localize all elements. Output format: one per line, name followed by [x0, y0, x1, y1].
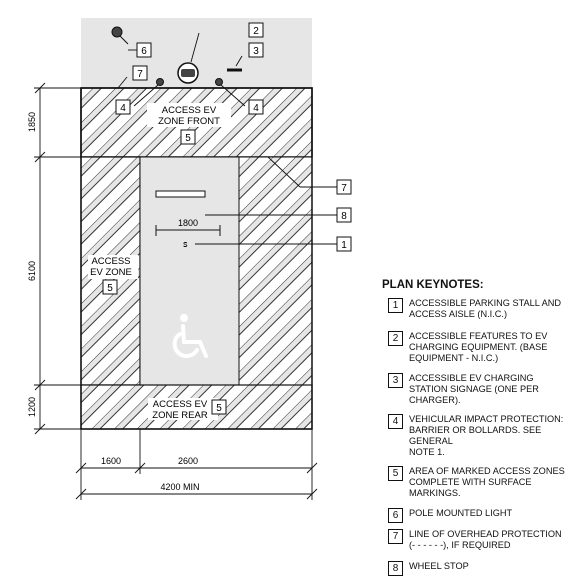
zone-left-label-2: EV ZONE [90, 267, 132, 278]
keynote-number: 6 [388, 508, 403, 523]
zone-left-label-1: ACCESS [91, 256, 130, 267]
keynote-5: 5 AREA OF MARKED ACCESS ZONES COMPLETE W… [388, 466, 578, 499]
keynote-line: AREA OF MARKED ACCESS ZONES [409, 466, 565, 476]
keynote-line: POLE MOUNTED LIGHT [409, 508, 513, 518]
svg-text:5: 5 [107, 283, 113, 294]
keynote-line: CHARGING EQUIPMENT. (BASE [409, 342, 548, 352]
dim-1850: 1850 [27, 112, 37, 132]
svg-text:8: 8 [341, 211, 347, 222]
dim-6100: 6100 [27, 261, 37, 281]
wheelchair-icon [172, 314, 208, 358]
keynote-line: WHEEL STOP [409, 561, 469, 571]
svg-text:7: 7 [137, 69, 143, 80]
keynote-number: 1 [388, 298, 403, 313]
plan-drawing: ACCESS EV ZONE FRONT ACCESS EV ZONE ACCE… [27, 18, 352, 500]
keynote-4: 4 VEHICULAR IMPACT PROTECTION: BARRIER O… [388, 414, 578, 458]
keynote-line: EQUIPMENT - N.I.C.) [409, 353, 499, 363]
keynote-2: 2 ACCESSIBLE FEATURES TO EV CHARGING EQU… [388, 331, 578, 364]
keynote-line: BARRIER OR BOLLARDS. SEE [409, 425, 542, 435]
keynote-line: ACCESSIBLE FEATURES TO EV [409, 331, 548, 341]
keynote-line: GENERAL [409, 436, 453, 446]
keynote-7: 7 LINE OF OVERHEAD PROTECTION (- - - - -… [388, 529, 578, 551]
keynote-line: ACCESS AISLE (N.I.C.) [409, 309, 508, 319]
charger-icon [177, 62, 199, 84]
keynote-line: COMPLETE WITH SURFACE [409, 477, 532, 487]
callout-4-right [248, 99, 264, 115]
keynote-line: MARKINGS. [409, 488, 461, 498]
callout-3 [248, 42, 264, 58]
callout-5-left [102, 279, 118, 295]
callout-6 [136, 42, 152, 58]
keynote-line: STATION SIGNAGE (ONE PER [409, 384, 539, 394]
callout-7-top [132, 65, 148, 81]
pole-light-icon [111, 26, 129, 45]
keynote-1: 1 ACCESSIBLE PARKING STALL AND ACCESS AI… [388, 298, 578, 320]
dim-1200: 1200 [27, 397, 37, 417]
zone-front-label-1: ACCESS EV [162, 105, 217, 116]
keynote-8: 8 WHEEL STOP [388, 561, 578, 576]
svg-text:2: 2 [253, 26, 259, 37]
keynote-number: 8 [388, 561, 403, 576]
svg-text:3: 3 [253, 46, 259, 57]
keynote-line: NOTE 1. [409, 447, 445, 457]
svg-text:7: 7 [341, 183, 347, 194]
dim-1600: 1600 [101, 456, 121, 466]
keynote-3: 3 ACCESSIBLE EV CHARGING STATION SIGNAGE… [388, 373, 578, 406]
keynote-number: 4 [388, 414, 403, 429]
callout-1 [336, 236, 352, 252]
keynote-line: ACCESSIBLE PARKING STALL AND [409, 298, 561, 308]
callout-8 [336, 207, 352, 223]
callout-7-right [336, 179, 352, 195]
keynote-number: 2 [388, 331, 403, 346]
zone-rear-label-2: ZONE REAR [152, 410, 208, 421]
callout-5-front [180, 129, 196, 145]
svg-text:5: 5 [216, 403, 222, 414]
dim-1800: 1800 [178, 218, 198, 228]
dim-4200-min: 4200 MIN [160, 482, 199, 492]
callout-4-left [115, 99, 131, 115]
keynote-line: CHARGER). [409, 395, 461, 405]
bollard-right [215, 78, 223, 86]
keynotes-title: PLAN KEYNOTES: [382, 279, 484, 291]
svg-text:4: 4 [120, 103, 126, 114]
zone-front-label-2: ZONE FRONT [158, 116, 220, 127]
keynote-6: 6 POLE MOUNTED LIGHT [388, 508, 578, 523]
keynote-number: 7 [388, 529, 403, 544]
svg-text:4: 4 [253, 103, 259, 114]
keynote-number: 5 [388, 466, 403, 481]
svg-text:ꜱ: ꜱ [183, 239, 188, 249]
zone-rear-label-1: ACCESS EV [153, 399, 208, 410]
svg-text:6: 6 [141, 46, 147, 57]
dim-2600: 2600 [178, 456, 198, 466]
bollard-left [156, 78, 164, 86]
keynote-line: VEHICULAR IMPACT PROTECTION: [409, 414, 564, 424]
callout-2 [248, 22, 264, 38]
keynote-line: LINE OF OVERHEAD PROTECTION [409, 529, 562, 539]
svg-text:1: 1 [341, 240, 347, 251]
keynote-number: 3 [388, 373, 403, 388]
svg-text:5: 5 [185, 133, 191, 144]
wheel-stop [155, 190, 206, 198]
stall-outline [80, 87, 313, 430]
keynote-line: ACCESSIBLE EV CHARGING [409, 373, 534, 383]
keynote-line: (- - - - - -), IF REQUIRED [409, 540, 511, 550]
zone-right [238, 156, 313, 386]
callout-5-rear [211, 399, 227, 415]
